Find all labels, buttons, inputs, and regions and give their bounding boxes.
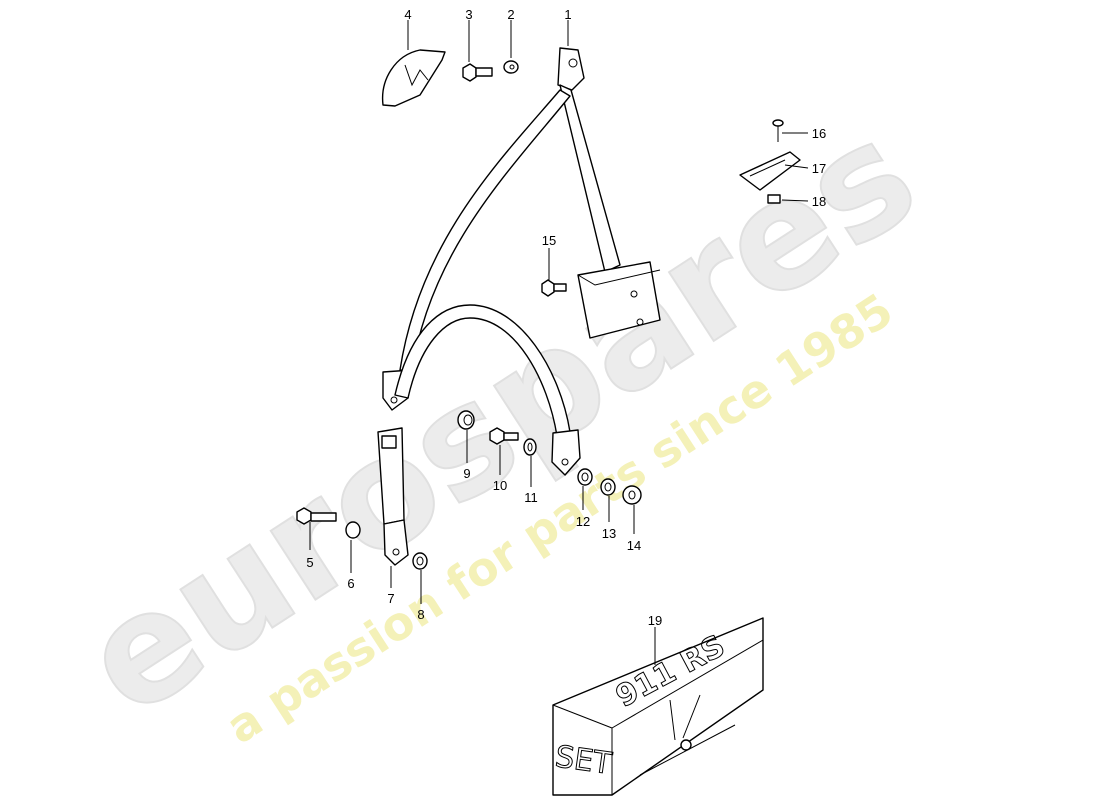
part-7-buckle[interactable] <box>377 427 409 566</box>
leader-lines <box>309 20 809 665</box>
part-9-spacer[interactable] <box>457 410 475 430</box>
label-5[interactable]: 5 <box>306 555 313 570</box>
part-14-nut[interactable] <box>622 485 642 505</box>
label-1[interactable]: 1 <box>564 7 571 22</box>
label-12[interactable]: 12 <box>576 514 590 529</box>
label-15[interactable]: 15 <box>542 233 556 248</box>
watermark-brand: eurospares <box>55 88 945 750</box>
part-17-trim[interactable] <box>739 151 801 191</box>
part-13-washer[interactable] <box>600 478 616 496</box>
part-10-bolt[interactable] <box>489 427 519 445</box>
part-8-washer[interactable] <box>412 552 428 570</box>
label-10[interactable]: 10 <box>493 478 507 493</box>
part-5-bolt[interactable] <box>296 507 337 525</box>
label-9[interactable]: 9 <box>463 466 470 481</box>
label-4[interactable]: 4 <box>404 7 411 22</box>
part-18-clip[interactable] <box>767 194 781 204</box>
part-12-washer[interactable] <box>577 468 593 486</box>
part-labels: 1 2 3 4 5 6 7 8 9 10 11 12 13 14 15 16 1… <box>306 7 826 628</box>
kit-side-text: SET <box>553 739 614 782</box>
label-2[interactable]: 2 <box>507 7 514 22</box>
label-17[interactable]: 17 <box>812 161 826 176</box>
watermark: eurospares a passion for parts since 198… <box>54 87 946 755</box>
part-2-nut[interactable] <box>503 60 519 74</box>
label-7[interactable]: 7 <box>387 591 394 606</box>
label-14[interactable]: 14 <box>627 538 641 553</box>
label-3[interactable]: 3 <box>465 7 472 22</box>
part-11-washer[interactable] <box>523 438 537 456</box>
part-19-kit-box[interactable]: 911 RS SET <box>552 617 764 796</box>
label-11[interactable]: 11 <box>524 490 538 505</box>
label-13[interactable]: 13 <box>602 526 616 541</box>
part-6-nut[interactable] <box>345 521 361 539</box>
label-19[interactable]: 19 <box>648 613 662 628</box>
label-16[interactable]: 16 <box>812 126 826 141</box>
label-6[interactable]: 6 <box>347 576 354 591</box>
part-15-bolt[interactable] <box>541 279 567 297</box>
part-3-bolt[interactable] <box>462 63 493 82</box>
part-4-cover[interactable] <box>381 49 446 107</box>
part-16-screw[interactable] <box>772 119 784 142</box>
label-8[interactable]: 8 <box>417 607 424 622</box>
part-1-seat-belt[interactable] <box>382 47 661 476</box>
label-18[interactable]: 18 <box>812 194 826 209</box>
